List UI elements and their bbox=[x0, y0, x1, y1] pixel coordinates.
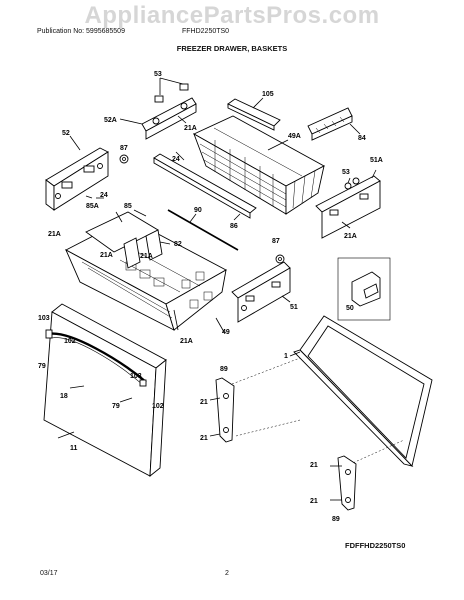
callout-102: 102 bbox=[64, 338, 76, 345]
callout-21A: 21A bbox=[180, 338, 193, 345]
callout-52: 52 bbox=[62, 130, 70, 137]
callout-89: 89 bbox=[332, 516, 340, 523]
callout-50: 50 bbox=[346, 305, 354, 312]
callout-103: 103 bbox=[38, 315, 50, 322]
callout-21: 21 bbox=[310, 498, 318, 505]
part-51A-slide-mount bbox=[315, 169, 381, 239]
part-24-pins bbox=[85, 151, 185, 199]
callout-79: 79 bbox=[38, 363, 46, 370]
part-89-bracket-upper bbox=[209, 377, 235, 443]
callout-21A: 21A bbox=[344, 233, 357, 240]
part-84-bracket bbox=[307, 107, 361, 141]
part-49-freezer-basket bbox=[65, 209, 227, 333]
watermark: AppliancePartsPros.com bbox=[84, 2, 380, 29]
callout-87: 87 bbox=[120, 145, 128, 152]
part-11-drawer-front bbox=[43, 303, 167, 477]
callout-21A: 21A bbox=[48, 231, 61, 238]
callout-85: 85 bbox=[124, 203, 132, 210]
callout-21A: 21A bbox=[140, 253, 153, 260]
part-105-rail bbox=[227, 97, 281, 131]
callout-21: 21 bbox=[200, 435, 208, 442]
callout-49A: 49A bbox=[288, 133, 301, 140]
callout-21A: 21A bbox=[184, 125, 197, 132]
callout-90: 90 bbox=[194, 207, 202, 214]
callout-82: 82 bbox=[174, 241, 182, 248]
part-87-screw-upper bbox=[119, 154, 129, 164]
callout-21: 21 bbox=[310, 462, 318, 469]
revision-date: 03/17 bbox=[40, 570, 58, 577]
part-90-rod bbox=[167, 209, 239, 251]
callout-105: 105 bbox=[262, 91, 274, 98]
callout-21: 21 bbox=[200, 399, 208, 406]
callout-86: 86 bbox=[230, 223, 238, 230]
callout-21A: 21A bbox=[100, 252, 113, 259]
callout-103: 103 bbox=[130, 373, 142, 380]
part-51-slide bbox=[231, 254, 291, 323]
part-52A-slide-mount bbox=[119, 77, 197, 140]
part-52-slide bbox=[45, 135, 109, 211]
callout-11: 11 bbox=[70, 445, 78, 452]
callout-102: 102 bbox=[152, 403, 164, 410]
callout-53: 53 bbox=[342, 169, 350, 176]
part-50-clip bbox=[337, 257, 391, 321]
callout-87: 87 bbox=[272, 238, 280, 245]
callout-52A: 52A bbox=[104, 117, 117, 124]
callout-51: 51 bbox=[290, 304, 298, 311]
diagram-code: FDFFHD2250TS0 bbox=[345, 541, 406, 550]
callout-24: 24 bbox=[100, 192, 108, 199]
callout-49: 49 bbox=[222, 329, 230, 336]
part-86-cover bbox=[153, 153, 257, 221]
part-89-bracket-lower bbox=[330, 455, 357, 511]
callout-1: 1 bbox=[284, 353, 288, 360]
callout-84: 84 bbox=[358, 135, 366, 142]
model-number: FFHD2250TS0 bbox=[182, 28, 230, 35]
callout-51A: 51A bbox=[370, 157, 383, 164]
page-number: 2 bbox=[225, 570, 229, 577]
callout-85A: 85A bbox=[86, 203, 99, 210]
callout-89: 89 bbox=[220, 366, 228, 373]
callout-18: 18 bbox=[60, 393, 68, 400]
callout-53: 53 bbox=[154, 71, 162, 78]
callout-24: 24 bbox=[172, 156, 180, 163]
publication-number: Publication No: 5995685509 bbox=[37, 28, 125, 35]
callout-79: 79 bbox=[112, 403, 120, 410]
part-49A-wire-basket bbox=[193, 115, 325, 215]
diagram-title: FREEZER DRAWER, BASKETS bbox=[176, 44, 288, 53]
part-1-door-frame bbox=[231, 315, 433, 467]
